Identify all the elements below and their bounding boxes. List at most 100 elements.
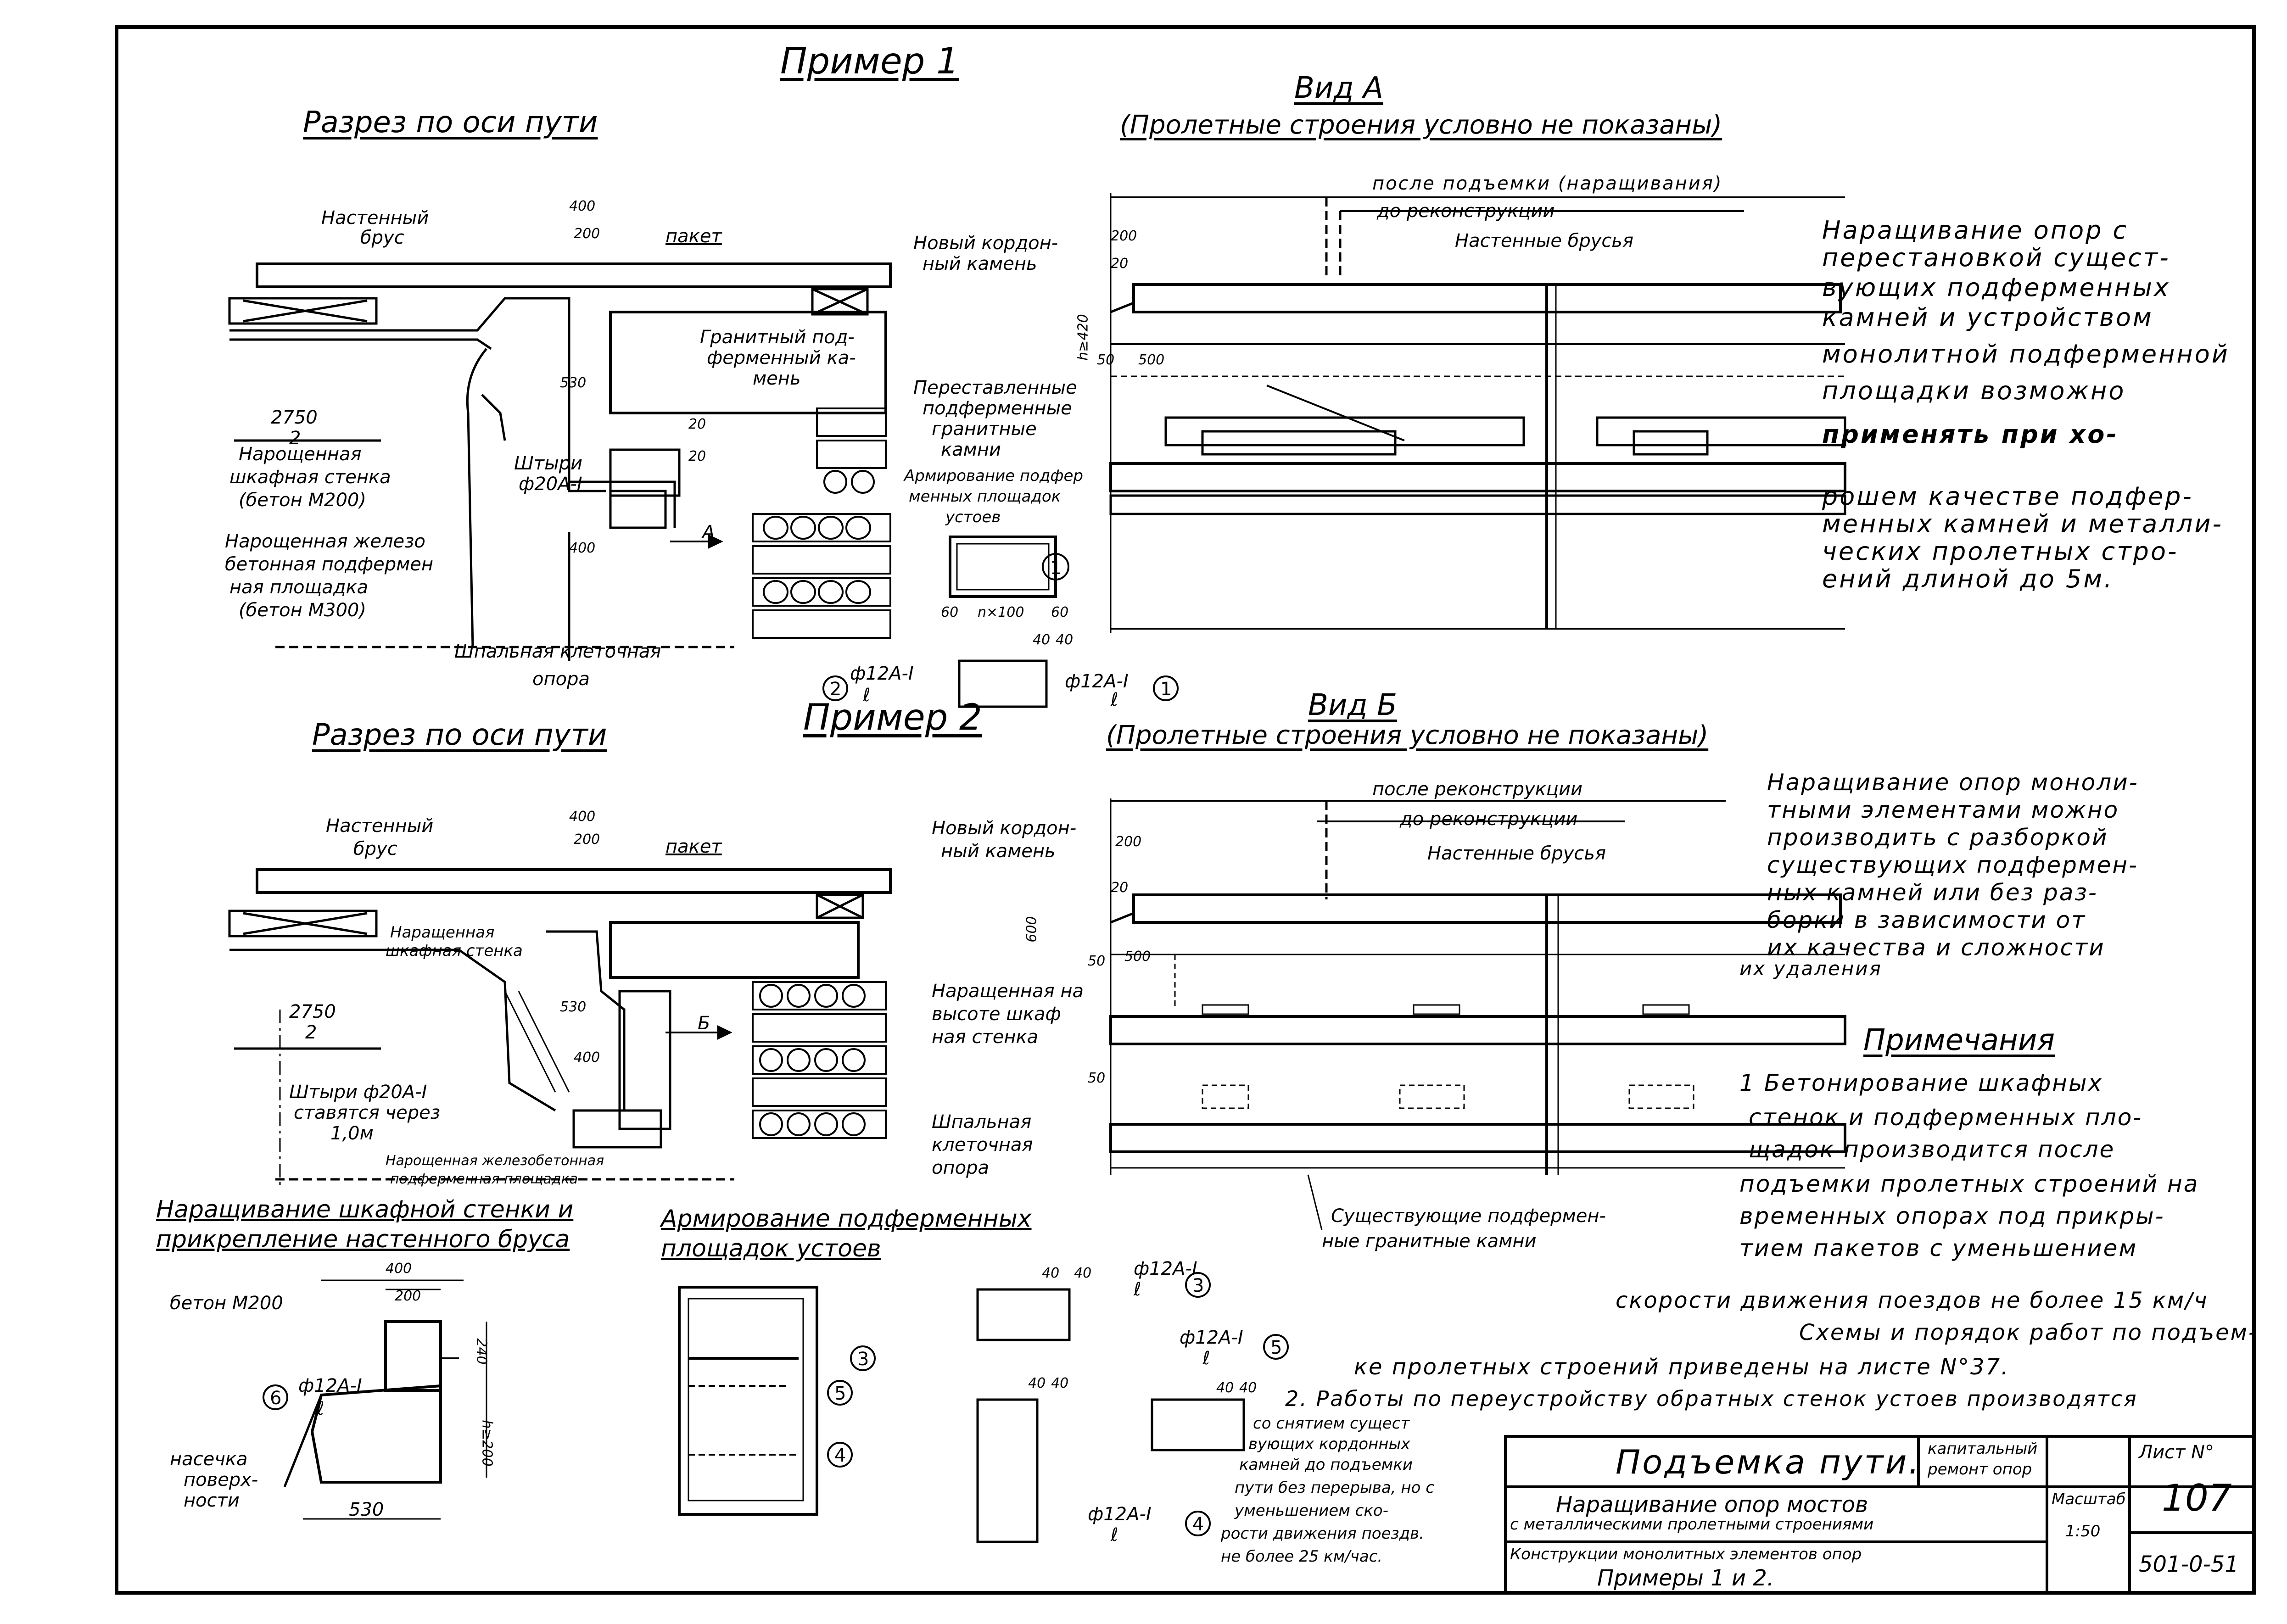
detail-rebar-dim: 40	[1216, 1380, 1234, 1396]
notes-line: уменьшением ско-	[1235, 1501, 1388, 1520]
title-block-type-1: капитальный	[1928, 1440, 2038, 1458]
notes-line: щадок производится после	[1749, 1136, 2115, 1163]
ex2-dim-2750: 2750	[289, 1001, 336, 1022]
dim-400: 400	[569, 198, 596, 214]
title-block-desc-4: Примеры 1 и 2.	[1597, 1565, 1774, 1591]
detail-rebar-dim: 40	[1051, 1375, 1069, 1391]
dim-2: 2	[289, 428, 301, 449]
detail-rebar-c-marker: 4	[1192, 1514, 1204, 1535]
view-a-perestavl-3: гранитные	[932, 419, 1037, 440]
view-a-dim-200: 200	[1111, 228, 1137, 244]
view-b-dim-50a: 50	[1088, 953, 1106, 969]
title-block-sheet-label: Лист N°	[2139, 1442, 2214, 1463]
note-b-line: борки в зависимости от	[1767, 907, 2086, 933]
label-naroshch-plosh-2: бетонная подфермен	[225, 554, 434, 575]
ex2-dim-530: 530	[560, 999, 587, 1015]
detail-wall-rebar: ф12А-I	[298, 1375, 362, 1396]
detail-wall-dim-200: 200	[395, 1288, 421, 1304]
detail-wall-dim-400: 400	[386, 1261, 412, 1277]
view-a-dim-60b: 60	[1051, 604, 1069, 620]
notes-line: скорости движения поездов не более 15 км…	[1616, 1288, 2209, 1313]
view-a-rebar-1: ф12А-I	[1065, 671, 1129, 692]
view-a-rebar-2: ф12А-I	[850, 663, 914, 684]
title-block-desc-1: Наращивание опор мостов	[1556, 1492, 1868, 1518]
ex2-label-naroshch-plosh-2: подферменная площадка	[390, 1171, 578, 1187]
view-a-rebar-marker-1: 1	[1160, 679, 1172, 700]
view-b-shpalnaya-2: клеточная	[932, 1134, 1033, 1155]
view-b-novy-kordon-2: ный камень	[941, 841, 1056, 862]
ex2-dim-2: 2	[305, 1022, 317, 1043]
view-b-shpalnaya: Шпальная	[932, 1111, 1032, 1133]
view-a-rebar-2-l: ℓ	[863, 685, 871, 706]
ex2-dim-400b: 400	[574, 1049, 600, 1066]
drawing-frame	[115, 25, 2256, 1595]
label-shtyri: Штыри	[514, 453, 583, 474]
note-a-line: рошем качестве подфер-	[1822, 482, 2193, 511]
view-b-dim-600: 600	[1023, 916, 1040, 943]
label-arrow-a: А	[702, 522, 715, 543]
detail-wall-nasechka: насечка	[170, 1449, 248, 1470]
note-a-line: вующих подферменных	[1822, 273, 2170, 302]
detail-rebar-dim: 40	[1028, 1375, 1046, 1391]
notes-line: 1 Бетонирование шкафных	[1739, 1070, 2103, 1096]
ex2-label-shtyri: Штыри ф20А-I	[289, 1082, 427, 1103]
detail-wall-nasechka-3: ности	[184, 1490, 240, 1511]
label-naroshch-stenka: Нарощенная	[239, 444, 362, 465]
detail-rebar-dim: 40	[1042, 1265, 1060, 1281]
note-b-line: производить с разборкой	[1767, 824, 2108, 851]
detail-wall-title: Наращивание шкафной стенки и	[156, 1196, 574, 1223]
title-block-scale: 1:50	[2065, 1522, 2101, 1540]
view-a-armir: Армирование подфер	[904, 467, 1084, 485]
ex2-label-arrow-b: Б	[698, 1013, 710, 1034]
view-a-perestavl-4: камни	[941, 439, 1001, 460]
view-b-nastennye: Настенные брусья	[1427, 843, 1606, 864]
view-b-dim-200: 200	[1115, 834, 1142, 850]
ex2-dim-400: 400	[569, 809, 596, 825]
label-shpalnaya-2: опора	[532, 669, 590, 690]
view-b-subtitle: (Пролетные строения условно не показаны)	[1106, 720, 1709, 750]
detail-wall-nasechka-2: поверх-	[184, 1469, 258, 1490]
detail-rebar-dim: 40	[1239, 1380, 1257, 1396]
note-b-line: существующих подфермен-	[1767, 852, 2139, 878]
ex2-label-naroshch-stenka: Наращенная	[390, 923, 495, 942]
view-b-title: Вид Б	[1308, 688, 1397, 722]
label-naroshch-stenka-2: шкафная стенка	[229, 467, 391, 488]
notes-line: не более 25 км/час.	[1221, 1547, 1383, 1566]
notes-line: тием пакетов с уменьшением	[1739, 1235, 2138, 1261]
note-b-line: Наращивание опор моноли-	[1767, 769, 2139, 796]
detail-wall-beton: бетон М200	[170, 1293, 283, 1314]
detail-rebar-marker-5: 5	[834, 1383, 846, 1404]
detail-wall-marker: 6	[270, 1388, 282, 1409]
label-shpalnaya: Шпальная клеточная	[454, 641, 661, 662]
label-granite: Гранитный под-	[700, 327, 855, 348]
view-a-perestavl: Переставленные	[913, 377, 1077, 398]
detail-rebar-c-l: ℓ	[1111, 1524, 1118, 1546]
view-b-dim-500: 500	[1124, 949, 1151, 965]
title-block-drawing	[1504, 1435, 2255, 1594]
ex2-label-naroshch-plosh: Нарощенная железобетонная	[386, 1153, 604, 1169]
label-naroshch-plosh-3: ная площадка	[229, 577, 369, 598]
detail-rebar-title-2: площадок устоев	[661, 1235, 881, 1262]
title-block-main: Подъемка пути.	[1616, 1443, 1921, 1481]
detail-wall-title-2: прикрепление настенного бруса	[156, 1226, 570, 1253]
view-a-dim-h420: h≥420	[1075, 314, 1091, 361]
notes-line: пути без перерыва, но с	[1235, 1479, 1434, 1497]
detail-rebar-title: Армирование подферменных	[661, 1205, 1032, 1233]
note-a-line: перестановкой сущест-	[1822, 243, 2170, 272]
wall-detail-drawing	[263, 1279, 487, 1520]
notes-line: вующих кордонных	[1248, 1435, 1410, 1453]
ex2-label-nastenny: Настенный	[326, 815, 434, 837]
view-b-posle: после реконструкции	[1372, 779, 1583, 800]
notes-title: Примечания	[1863, 1023, 2055, 1057]
detail-rebar-a-marker: 3	[1192, 1275, 1204, 1296]
title-block-desc-3: Конструкции монолитных элементов опор	[1510, 1545, 1862, 1563]
notes-line: Схемы и порядок работ по подъем-	[1799, 1320, 2258, 1345]
view-a-title: Вид А	[1294, 71, 1383, 105]
note-a-line: ческих пролетных стро-	[1822, 537, 2179, 566]
view-b-naroshch-2: высоте шкаф	[932, 1004, 1061, 1025]
rebar-detail-drawing	[678, 1272, 1289, 1543]
view-b-novy-kordon: Новый кордон-	[932, 818, 1077, 839]
view-a-drawing	[822, 193, 1846, 708]
view-a-marker-2: 2	[830, 679, 842, 700]
